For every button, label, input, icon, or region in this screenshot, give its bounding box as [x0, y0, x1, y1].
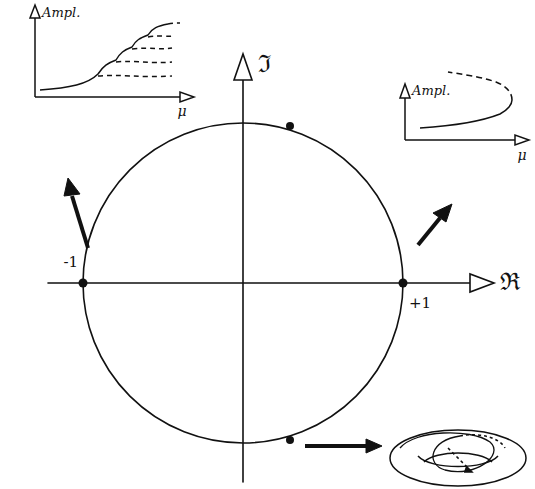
axis-label: ℜ	[500, 270, 520, 294]
imaginary-axis	[242, 80, 244, 482]
plot-axis-label: μ	[177, 104, 186, 118]
pointer-arrows	[64, 178, 452, 453]
cascade-plot	[30, 5, 194, 102]
torus-sketch	[390, 430, 526, 486]
axis-label: ℑ	[258, 52, 271, 76]
plot-axis-label: Ampl.	[42, 6, 80, 19]
tick-value: +1	[409, 296, 431, 311]
plot-axis-label: Ampl.	[412, 84, 450, 97]
axis-arrowhead	[234, 54, 252, 80]
plot-axis-label: μ	[517, 148, 526, 162]
axis-arrowhead	[470, 274, 494, 292]
fold-plot	[400, 72, 529, 145]
eigenvalue-dots	[79, 122, 408, 444]
tick-value: -1	[63, 255, 78, 270]
